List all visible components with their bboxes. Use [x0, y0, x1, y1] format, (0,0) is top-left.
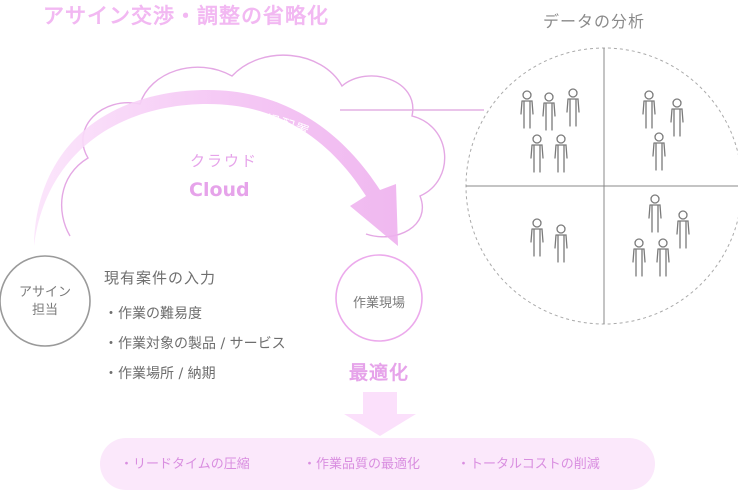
worker-figure [676, 210, 690, 249]
worker-figures [520, 88, 690, 277]
worker-figure [648, 194, 662, 233]
case-info-item: ・作業場所 / 納期 [104, 366, 216, 382]
worker-figure [670, 98, 684, 137]
down-arrow [344, 392, 416, 436]
results-banner: ・リードタイムの圧縮 ・作業品質の最適化 ・トータルコストの削減 [100, 438, 655, 490]
worker-figure [542, 92, 556, 131]
case-info-item: ・作業の難易度 [104, 306, 202, 322]
assign-label: アサイン 担当 [3, 256, 87, 348]
case-info-title: 現有案件の入力 [104, 269, 217, 287]
assign-label-line2: 担当 [31, 303, 58, 318]
case-info-item: ・作業対象の製品 / サービス [104, 336, 286, 352]
worker-figure [554, 134, 568, 173]
assign-label-line1: アサイン [18, 285, 71, 300]
page-title: アサイン交渉・調整の省略化 [43, 4, 329, 28]
worker-figure [520, 90, 534, 129]
arc-arrow [34, 90, 398, 246]
worker-figure [566, 88, 580, 127]
cloud-label-en: Cloud [189, 179, 250, 201]
worker-figure [530, 218, 544, 257]
cloud-label-ja: クラウド [190, 152, 259, 170]
worker-figure [652, 132, 666, 171]
result-item: ・作業品質の最適化 [303, 457, 421, 472]
worker-figure [642, 90, 656, 129]
optimize-label: 最適化 [349, 362, 410, 384]
worker-figure [656, 238, 670, 277]
worker-figure [632, 238, 646, 277]
site-circle [335, 254, 423, 342]
result-item: ・リードタイムの圧縮 [120, 457, 250, 472]
worker-figure [530, 134, 544, 173]
worker-figure [554, 224, 568, 263]
data-analysis-title: データの分析 [543, 12, 646, 31]
site-label: 作業現場 [352, 296, 405, 311]
assign-circle [0, 255, 91, 347]
result-item: ・トータルコストの削減 [457, 457, 600, 472]
